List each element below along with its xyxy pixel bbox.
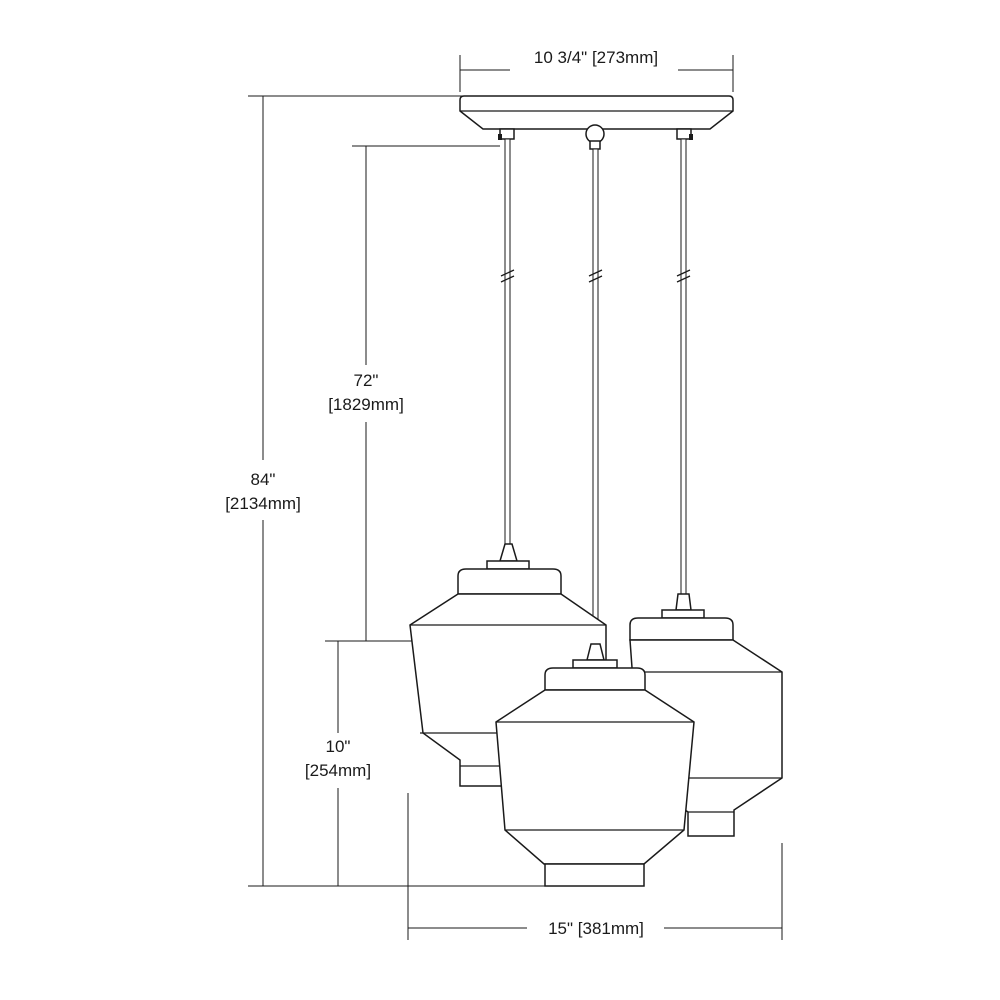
shade-neck xyxy=(457,568,562,595)
shade-collar xyxy=(661,609,705,619)
canopy xyxy=(459,95,734,150)
shade-collar xyxy=(572,659,618,669)
overall-width-label: 15" [381mm] xyxy=(548,919,644,938)
shade-neck xyxy=(544,667,646,691)
shade-height-metric: [254mm] xyxy=(305,761,371,780)
socket-cap xyxy=(675,593,692,611)
cord-center xyxy=(592,148,599,645)
shade-height-imperial: 10" xyxy=(326,737,351,756)
dimension-cord-length: 72" [1829mm] xyxy=(325,145,595,642)
shade-collar xyxy=(486,560,530,570)
set-screw xyxy=(689,134,693,140)
cord-right xyxy=(680,138,687,595)
overall-height-metric: [2134mm] xyxy=(225,494,301,513)
shade-bottom-ring xyxy=(544,863,645,887)
set-screw xyxy=(498,134,502,140)
cord-break-marks xyxy=(500,269,691,283)
overall-height-imperial: 84" xyxy=(251,470,276,489)
canopy-width-label: 10 3/4" [273mm] xyxy=(534,48,658,67)
cord-length-imperial: 72" xyxy=(354,371,379,390)
cord-grip xyxy=(589,140,601,150)
dimension-overall-height: 84" [2134mm] xyxy=(225,95,545,887)
shade-center xyxy=(495,643,695,887)
dimension-overall-width: 15" [381mm] xyxy=(407,793,783,940)
shade-body xyxy=(495,689,695,865)
cord-grip xyxy=(676,128,692,140)
dimension-shade-height: 10" [254mm] xyxy=(305,641,371,886)
dimension-canopy-width: 10 3/4" [273mm] xyxy=(459,48,734,92)
shade-neck xyxy=(629,617,734,641)
cord-left xyxy=(504,138,511,545)
socket-cap xyxy=(498,543,519,562)
cord-grip xyxy=(499,128,515,140)
cord-length-metric: [1829mm] xyxy=(328,395,404,414)
